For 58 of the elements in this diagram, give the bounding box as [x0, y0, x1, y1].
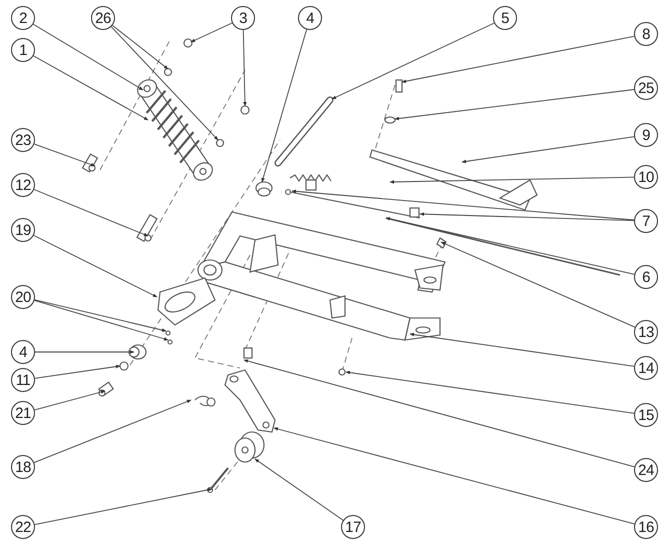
leader-line	[390, 176, 634, 184]
leader-line	[34, 350, 134, 354]
callout-number: 4	[11, 340, 35, 364]
leader-line	[34, 189, 148, 236]
leader-line	[420, 212, 634, 222]
callout-number: 13	[634, 320, 658, 344]
leader-line	[244, 359, 635, 468]
leader-line	[34, 390, 106, 410]
leader-line	[34, 300, 168, 341]
callout-number: 18	[11, 455, 35, 479]
leader-line	[112, 24, 168, 70]
callout-number: 22	[11, 515, 35, 539]
leader-line	[332, 22, 495, 100]
callout-number: 2	[11, 6, 35, 30]
leader-line	[242, 30, 247, 106]
callout-number: 9	[634, 123, 658, 147]
leader-line	[34, 364, 120, 379]
leader-line	[34, 144, 96, 166]
callout-number: 21	[11, 401, 35, 425]
leader-line	[32, 24, 144, 90]
callout-number: 7	[634, 209, 658, 233]
leader-line	[410, 332, 635, 367]
callout-number: 3	[231, 6, 255, 30]
leader-line	[33, 234, 158, 298]
leader-line	[261, 29, 308, 182]
leader-line	[292, 190, 634, 220]
callout-number: 12	[11, 173, 35, 197]
leader-line	[440, 242, 636, 328]
leader-line	[274, 427, 635, 524]
callout-number: 24	[634, 458, 658, 482]
callout-number: 17	[341, 515, 365, 539]
leader-line	[394, 89, 635, 120]
leader-line	[254, 458, 344, 521]
callout-number: 8	[634, 22, 658, 46]
leader-line	[346, 370, 635, 414]
callout-number: 26	[91, 6, 115, 30]
callout-number: 14	[634, 356, 658, 380]
callout-number: 10	[634, 165, 658, 189]
callout-number: 19	[11, 218, 35, 242]
leader-line	[386, 217, 635, 275]
callout-number: 25	[634, 76, 658, 100]
callout-number: 23	[11, 128, 35, 152]
leader-line	[402, 36, 635, 83]
callout-number: 11	[11, 368, 35, 392]
callout-number: 15	[634, 403, 658, 427]
leader-line	[34, 299, 166, 332]
callout-number: 20	[11, 285, 35, 309]
leader-line	[462, 136, 635, 164]
leader-line	[34, 488, 212, 526]
callout-number: 5	[493, 6, 517, 30]
leader-line	[33, 55, 148, 120]
leader-line	[34, 400, 192, 464]
leader-line	[190, 22, 233, 42]
callout-number: 16	[634, 515, 658, 539]
callout-number: 1	[11, 38, 35, 62]
leader-line	[110, 26, 218, 140]
callout-number: 6	[634, 265, 658, 289]
callout-number: 4	[298, 6, 322, 30]
